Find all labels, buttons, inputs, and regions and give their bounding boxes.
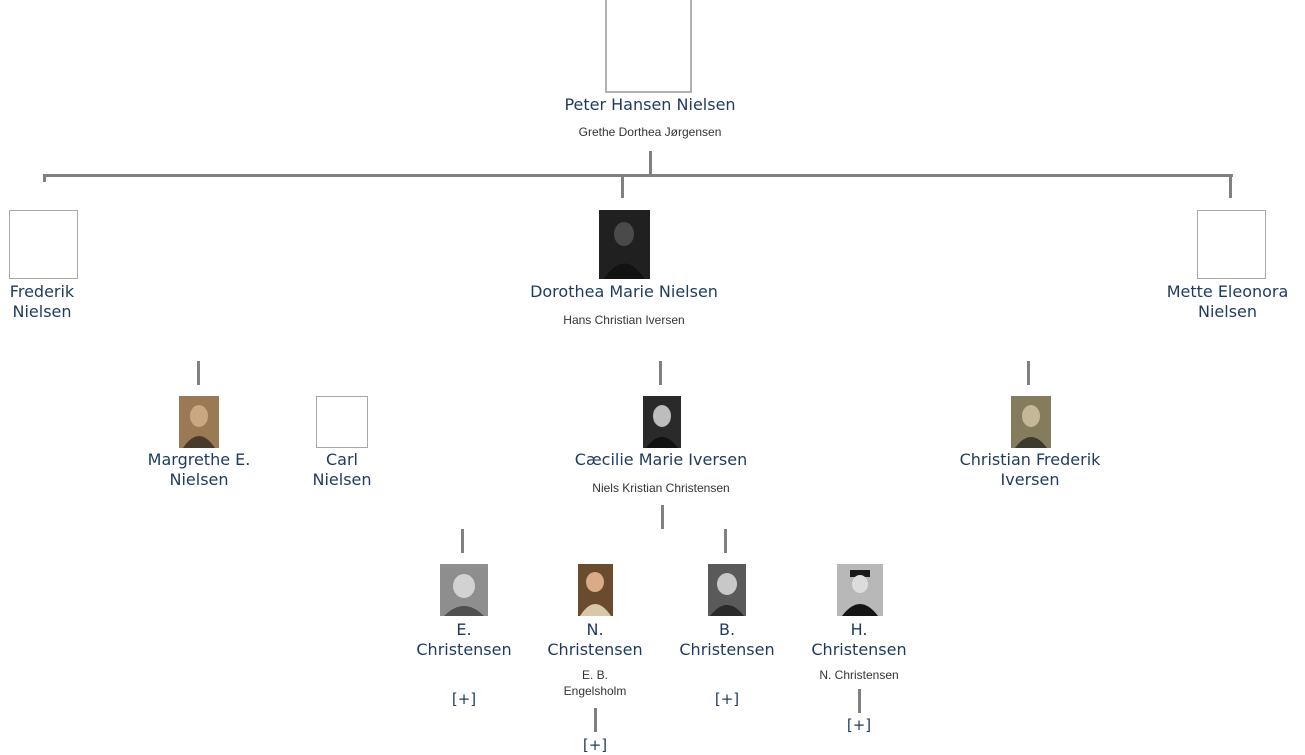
person-peter-hansen-nielsen[interactable]: Peter Hansen Nielsen: [564, 95, 736, 114]
name-line: N.: [586, 620, 604, 639]
connector-line: [661, 505, 664, 529]
spouse-e-b-engelsholm[interactable]: E. B. Engelsholm: [535, 667, 655, 699]
portrait-image: [708, 564, 746, 616]
name-line: Christensen: [547, 640, 643, 659]
person-mette-eleonora-nielsen[interactable]: Mette Eleonora Nielsen: [1150, 282, 1305, 322]
name-line: Nielsen: [12, 302, 72, 321]
spouse-grethe-dorthea-jorgensen[interactable]: Grethe Dorthea Jørgensen: [578, 125, 722, 139]
name-line: E.: [456, 620, 472, 639]
portrait-image: [837, 564, 883, 616]
spouse-n-christensen[interactable]: N. Christensen: [819, 668, 899, 682]
portrait-photo: [643, 396, 681, 448]
connector-line: [659, 361, 662, 385]
name-line: Christian Frederik: [959, 450, 1101, 469]
portrait-photo: [837, 564, 883, 616]
name-line: B.: [718, 620, 736, 639]
portrait-photo: [179, 396, 219, 448]
name-line: Iversen: [1000, 470, 1060, 489]
name-line: Christensen: [416, 640, 512, 659]
portrait-photo: [578, 564, 613, 616]
photo-placeholder: [1197, 210, 1266, 279]
name-line: H.: [850, 620, 868, 639]
portrait-image: [578, 564, 613, 616]
name-line: Nielsen: [312, 470, 372, 489]
portrait-image: [1011, 396, 1051, 448]
spouse-line: E. B.: [581, 668, 608, 682]
name-line: Christensen: [811, 640, 907, 659]
portrait-image: [440, 564, 488, 616]
connector-line: [690, 0, 692, 93]
name-line: Frederik: [9, 282, 75, 301]
expand-descendants-button[interactable]: [+]: [451, 690, 477, 708]
name-line: Carl: [326, 450, 358, 469]
name-line: Christensen: [679, 640, 775, 659]
person-h-christensen[interactable]: H. Christensen: [799, 620, 919, 660]
person-e-christensen[interactable]: E. Christensen: [404, 620, 524, 660]
person-christian-frederik-iversen[interactable]: Christian Frederik Iversen: [930, 450, 1130, 490]
person-b-christensen[interactable]: B. Christensen: [667, 620, 787, 660]
person-frederik-nielsen[interactable]: Frederik Nielsen: [0, 282, 84, 322]
portrait-image: [599, 210, 650, 279]
portrait-photo: [1011, 396, 1051, 448]
connector-line: [621, 174, 624, 198]
person-n-christensen[interactable]: N. Christensen: [535, 620, 655, 660]
name-line: Nielsen: [1197, 302, 1258, 321]
portrait-photo: [708, 564, 746, 616]
connector-line: [724, 529, 727, 553]
connector-line: [461, 529, 464, 553]
spouse-hans-christian-iversen[interactable]: Hans Christian Iversen: [563, 313, 685, 327]
person-caecilie-marie-iversen[interactable]: Cæcilie Marie Iversen: [574, 450, 748, 469]
connector-line: [43, 174, 46, 182]
portrait-image: [643, 396, 681, 448]
connector-line: [197, 361, 200, 385]
portrait-image: [179, 396, 219, 448]
expand-descendants-button[interactable]: [+]: [714, 690, 740, 708]
connector-line: [649, 151, 652, 175]
name-line: Margrethe E.: [147, 450, 251, 469]
connector-line: [1229, 174, 1232, 198]
connector-line: [594, 708, 597, 732]
name-line: Nielsen: [169, 470, 229, 489]
person-carl-nielsen[interactable]: Carl Nielsen: [292, 450, 392, 490]
connector-line: [605, 0, 607, 93]
spouse-niels-kristian-christensen[interactable]: Niels Kristian Christensen: [592, 481, 730, 495]
person-margrethe-e-nielsen[interactable]: Margrethe E. Nielsen: [124, 450, 274, 490]
photo-placeholder: [316, 396, 368, 448]
connector-line: [43, 174, 1233, 177]
expand-descendants-button[interactable]: [+]: [582, 736, 608, 754]
portrait-photo: [440, 564, 488, 616]
connector-line: [858, 689, 861, 713]
person-dorothea-marie-nielsen[interactable]: Dorothea Marie Nielsen: [530, 282, 718, 301]
expand-descendants-button[interactable]: [+]: [846, 716, 872, 734]
photo-placeholder: [9, 210, 78, 279]
connector-line: [605, 91, 692, 93]
name-line: Mette Eleonora: [1166, 282, 1289, 301]
portrait-photo: [599, 210, 650, 279]
connector-line: [1027, 361, 1030, 385]
spouse-line: Engelsholm: [563, 684, 627, 698]
